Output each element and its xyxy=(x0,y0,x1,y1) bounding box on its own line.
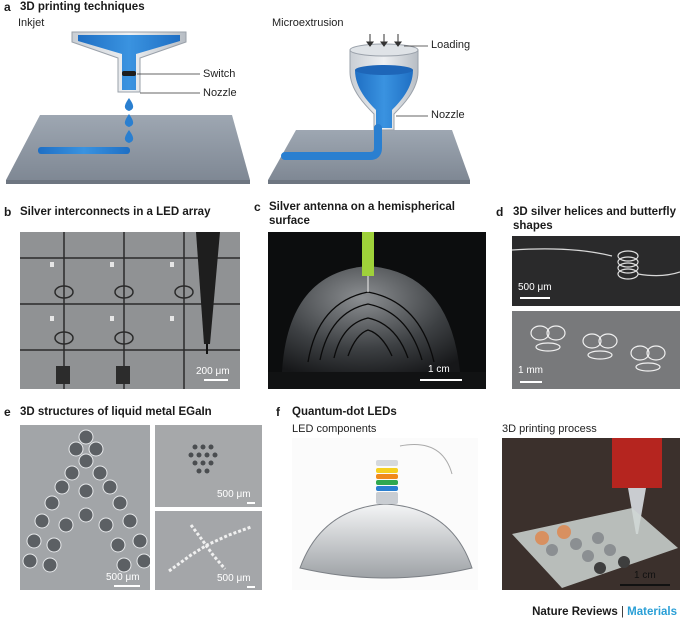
egain-wire-photo: 500 μm xyxy=(155,511,262,590)
panel-e-scale-main-bar xyxy=(114,585,140,587)
panel-d-scale-top-label: 500 μm xyxy=(518,282,552,293)
silver-helix-photo: 500 μm xyxy=(512,236,680,306)
egain-tree-photo: 500 μm xyxy=(20,425,150,590)
panel-e-scale-bottom-right-label: 500 μm xyxy=(217,573,251,584)
panel-e-scale-main-label: 500 μm xyxy=(106,572,140,583)
loading-annotation: Loading xyxy=(431,39,471,51)
microextrusion-nozzle-annotation: Nozzle xyxy=(431,109,465,121)
journal-section: Materials xyxy=(627,606,677,618)
panel-c-title-line2: surface xyxy=(269,215,310,227)
panel-d-title-line1: 3D silver helices and butterfly xyxy=(513,206,676,218)
butterfly-shapes-photo: 1 mm xyxy=(512,311,680,389)
panel-a-title: 3D printing techniques xyxy=(20,1,145,13)
inkjet-label: Inkjet xyxy=(18,17,45,29)
panel-c-title-line1: Silver antenna on a hemispherical xyxy=(269,201,455,213)
egain-array-photo: 500 μm xyxy=(155,425,262,507)
switch-annotation: Switch xyxy=(203,68,236,80)
microextrusion-label: Microextrusion xyxy=(272,17,344,29)
panel-b-title: Silver interconnects in a LED array xyxy=(20,206,211,218)
led-array-photo: 200 μm xyxy=(20,232,240,389)
panel-b-letter: b xyxy=(4,205,12,219)
panel-e-title: 3D structures of liquid metal EGaIn xyxy=(20,406,212,418)
inkjet-printhead xyxy=(71,31,187,93)
journal-separator: | xyxy=(620,606,624,618)
ink-droplets xyxy=(124,98,134,143)
printing-process-label: 3D printing process xyxy=(502,423,597,435)
panel-c-letter: c xyxy=(254,200,261,214)
inkjet-printed-line xyxy=(38,147,130,154)
loading-arrows-icon xyxy=(366,34,402,47)
panel-b-scale-bar xyxy=(204,379,228,381)
printing-techniques-diagram xyxy=(6,31,470,184)
microextrusion-syringe xyxy=(281,43,419,160)
panel-a-letter: a xyxy=(4,0,11,14)
panel-f-title: Quantum-dot LEDs xyxy=(292,406,397,418)
hemisphere-antenna-photo: 1 cm xyxy=(268,232,486,389)
switch-icon xyxy=(122,71,136,76)
panel-e-scale-top-right-bar xyxy=(247,502,255,504)
panel-b-scale-label: 200 μm xyxy=(196,366,230,377)
panel-d-title-line2: shapes xyxy=(513,220,553,232)
qd-led-components-photo xyxy=(292,438,478,590)
led-components-label: LED components xyxy=(292,423,377,435)
panel-e-letter: e xyxy=(4,405,11,419)
inkjet-nozzle-annotation: Nozzle xyxy=(203,87,237,99)
panel-d-letter: d xyxy=(496,205,504,219)
panel-e-scale-bottom-right-bar xyxy=(247,586,255,588)
panel-f-scale-bar xyxy=(620,584,670,586)
panel-f-scale-label: 1 cm xyxy=(634,570,656,581)
journal-name: Nature Reviews xyxy=(532,606,618,618)
panel-f-letter: f xyxy=(276,405,280,419)
panel-d-scale-top-bar xyxy=(520,297,550,299)
panel-e-scale-top-right-label: 500 μm xyxy=(217,489,251,500)
qd-printing-process-photo: 1 cm xyxy=(502,438,680,590)
panel-c-scale-label: 1 cm xyxy=(428,364,450,375)
panel-c-scale-bar xyxy=(420,379,462,381)
panel-d-scale-bottom-bar xyxy=(520,381,542,383)
panel-d-scale-bottom-label: 1 mm xyxy=(518,365,543,376)
journal-credit: Nature Reviews | Materials xyxy=(532,606,677,618)
